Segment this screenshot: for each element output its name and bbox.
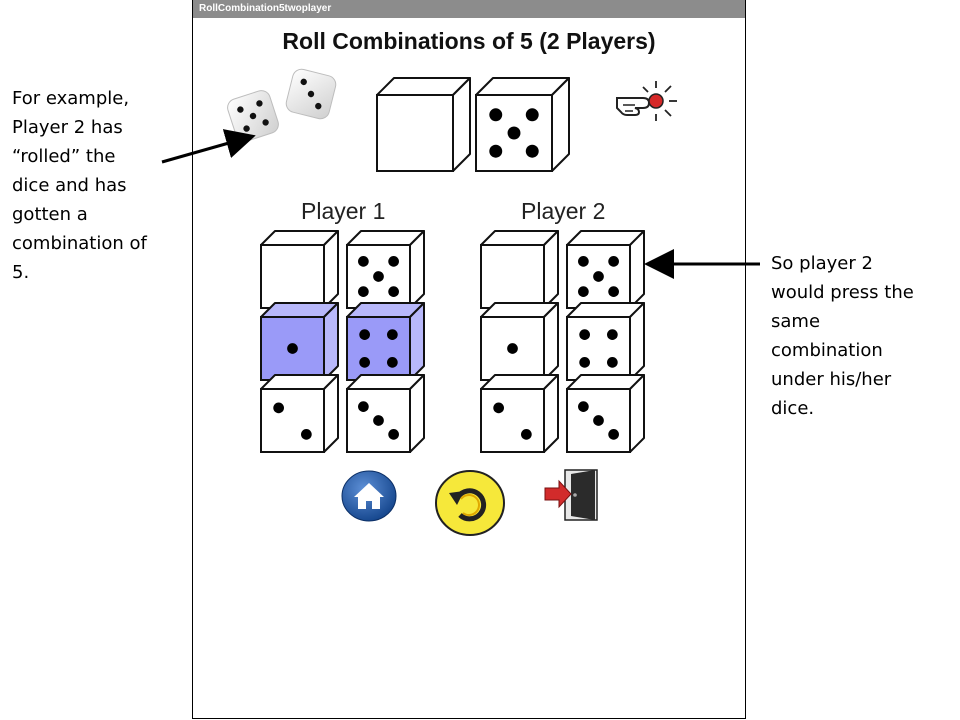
p1-pair1-left-die[interactable] — [259, 230, 339, 310]
rolled-die-2 — [475, 77, 570, 172]
annotation-line: same — [771, 311, 821, 332]
roll-dice-icon[interactable] — [225, 66, 341, 146]
annotation-right: So player 2 would press the same combina… — [771, 249, 951, 423]
annotation-line: For example, — [12, 88, 130, 109]
p2-pair3-left-die[interactable] — [479, 374, 559, 454]
annotation-line: under his/her — [771, 369, 892, 390]
page-title: Roll Combinations of 5 (2 Players) — [282, 28, 656, 54]
p2-pair2-left-die[interactable] — [479, 302, 559, 382]
annotation-line: combination of — [12, 233, 147, 254]
home-icon[interactable] — [341, 470, 397, 522]
p1-pair2-right-die[interactable] — [345, 302, 425, 382]
p2-pair3-right-die[interactable] — [565, 374, 645, 454]
annotation-line: gotten a — [12, 204, 88, 225]
p1-pair3-right-die[interactable] — [345, 374, 425, 454]
annotation-line: Player 2 has — [12, 117, 123, 138]
annotation-line: dice. — [771, 398, 815, 419]
annotation-line: dice and has — [12, 175, 127, 196]
annotation-left: For example, Player 2 has “rolled” the d… — [12, 84, 177, 287]
p1-pair2-left-die[interactable] — [259, 302, 339, 382]
p2-pair1-left-die[interactable] — [479, 230, 559, 310]
tap-hand-icon[interactable] — [613, 78, 683, 128]
annotation-line: would press the — [771, 282, 914, 303]
p2-pair1-right-die[interactable] — [565, 230, 645, 310]
p2-pair2-right-die[interactable] — [565, 302, 645, 382]
rolled-die-1 — [376, 77, 471, 172]
app-screen: RollCombination5twoplayer Roll Combinati… — [192, 0, 746, 719]
restart-icon[interactable] — [434, 469, 506, 537]
annotation-line: combination — [771, 340, 883, 361]
player-1-label: Player 1 — [301, 198, 386, 224]
p1-pair3-left-die[interactable] — [259, 374, 339, 454]
exit-door-icon[interactable] — [541, 468, 601, 522]
annotation-line: 5. — [12, 262, 30, 283]
p1-pair1-right-die[interactable] — [345, 230, 425, 310]
annotation-line: “rolled” the — [12, 146, 116, 167]
annotation-line: So player 2 — [771, 253, 873, 274]
player-2-label: Player 2 — [521, 198, 606, 224]
window-title-bar: RollCombination5twoplayer — [193, 0, 745, 18]
